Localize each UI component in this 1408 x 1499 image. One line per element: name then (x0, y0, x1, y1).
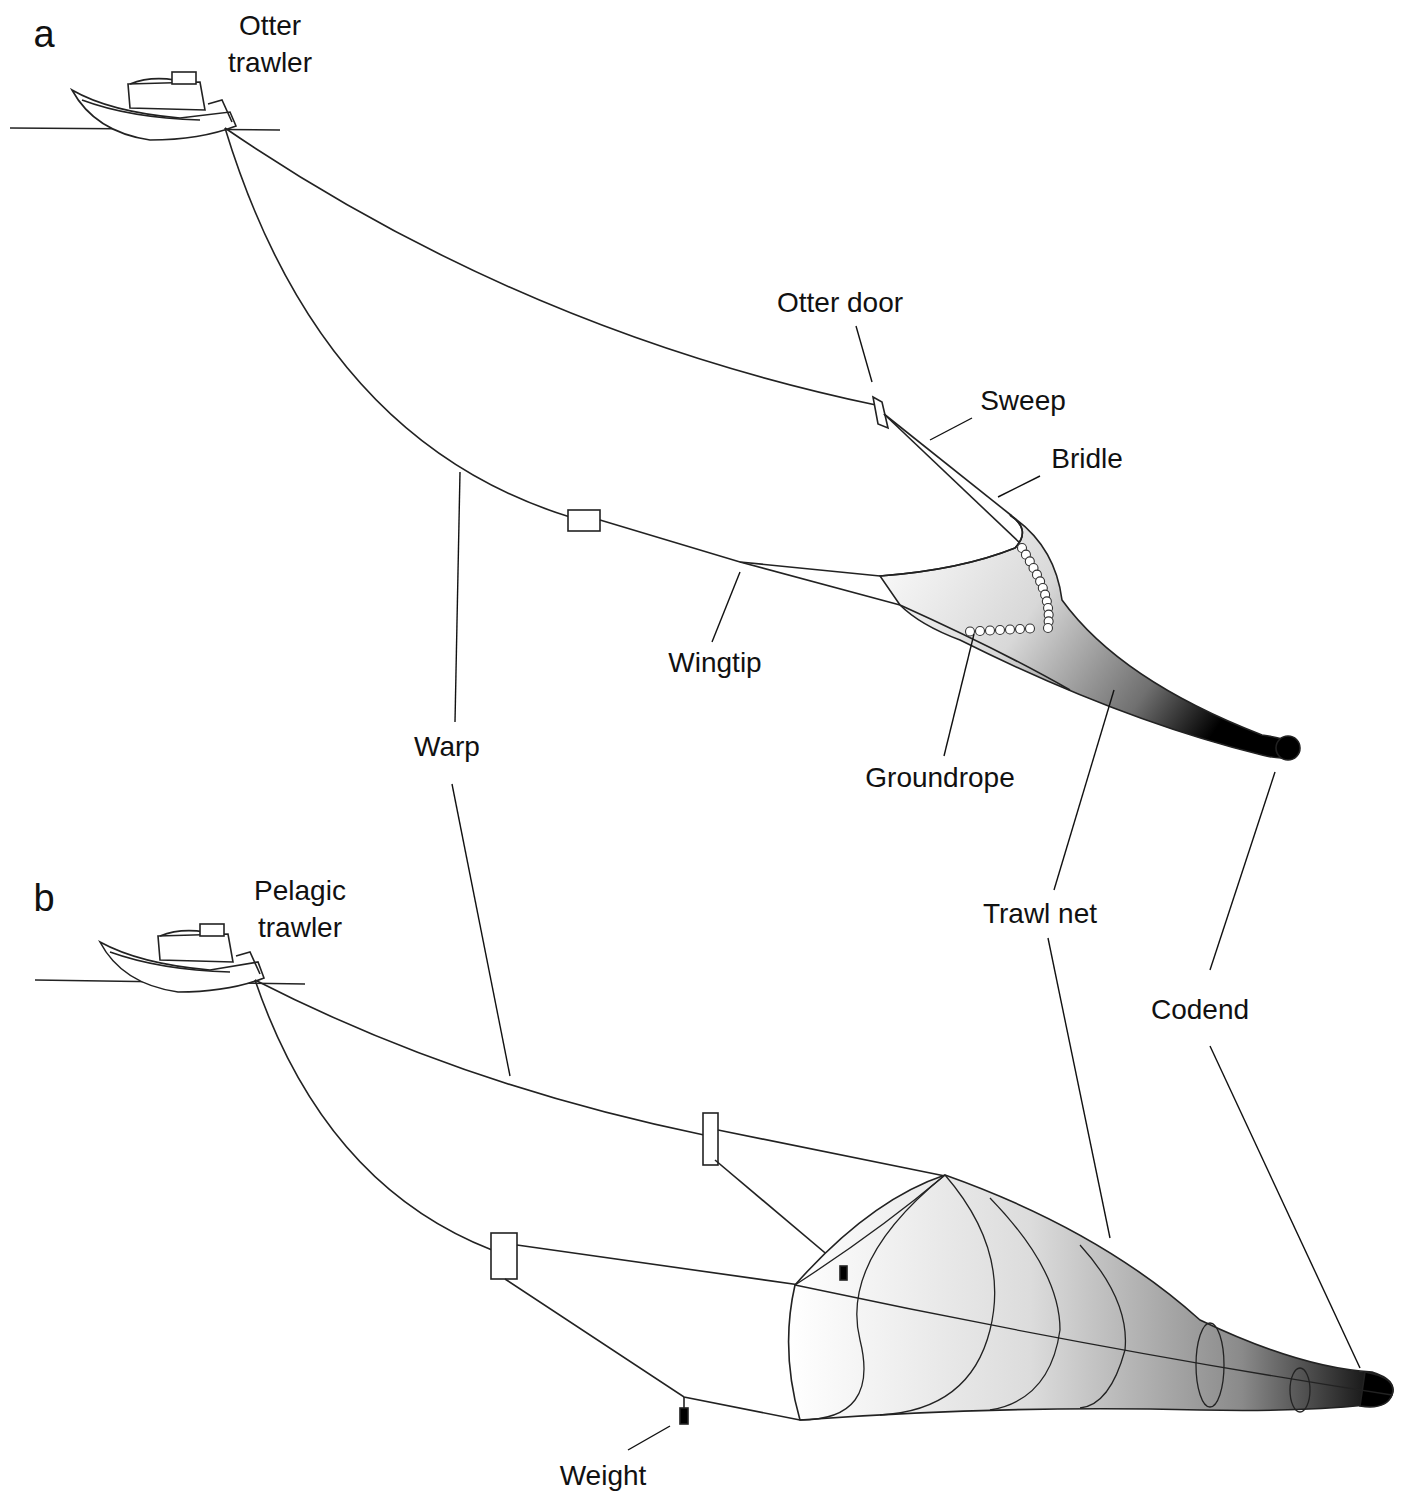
groundrope-bead (976, 627, 985, 636)
part-label: Weight (560, 1457, 647, 1494)
groundrope-bead (1016, 625, 1025, 634)
otter-door (568, 510, 600, 531)
otter-door (703, 1113, 718, 1165)
part-label: Sweep (980, 382, 1066, 419)
trawl-net (789, 1175, 1394, 1420)
warp-line (225, 128, 876, 405)
part-label: Pelagic trawler (235, 872, 365, 946)
weight (840, 1266, 847, 1280)
weight (680, 1408, 688, 1424)
part-label: Trawl net (983, 895, 1097, 932)
part-label: Codend (1151, 991, 1249, 1028)
panel-letter: a (33, 16, 54, 53)
groundrope-bead (1043, 624, 1052, 633)
part-label: Warp (414, 728, 480, 765)
panel-letter: b (33, 880, 54, 917)
groundrope-bead (1026, 624, 1035, 633)
part-label: Otter trawler (210, 7, 330, 81)
groundrope-bead (1006, 625, 1015, 634)
part-label: Wingtip (668, 644, 761, 681)
groundrope-bead (986, 626, 995, 635)
warp-line (225, 128, 570, 517)
otter-trawler-boat (10, 72, 280, 140)
part-label: Groundrope (865, 759, 1014, 796)
warp-line (255, 980, 704, 1135)
trawl-net (880, 515, 1296, 758)
part-label: Bridle (1051, 440, 1123, 477)
otter-door (491, 1233, 517, 1279)
warp-line (255, 980, 492, 1250)
leader-lines (452, 326, 1360, 1450)
groundrope-bead (996, 626, 1005, 635)
otter-door (873, 397, 888, 428)
part-label: Otter door (777, 284, 903, 321)
